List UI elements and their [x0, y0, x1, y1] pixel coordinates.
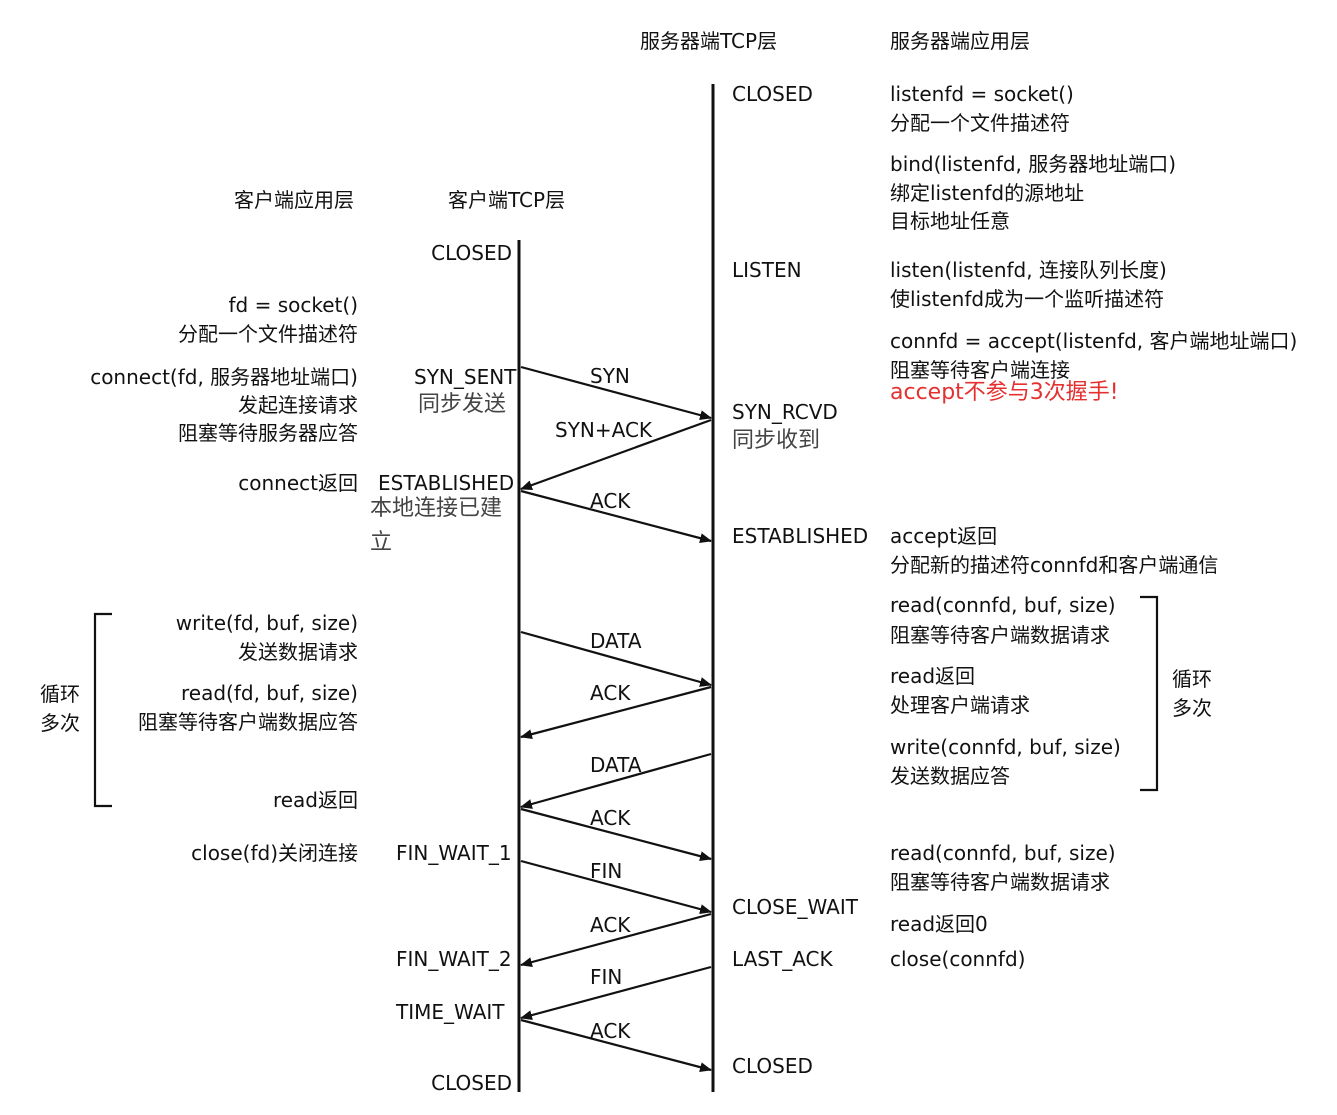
server-write-call: write(connfd, buf, size)	[890, 735, 1121, 759]
server-state-established: ESTABLISHED	[732, 524, 868, 548]
server-close-call: close(connfd)	[890, 947, 1025, 971]
server-accept-return: accept返回	[890, 524, 997, 548]
server-read-desc: 阻塞等待客户端数据请求	[890, 623, 1110, 647]
client-socket-desc: 分配一个文件描述符	[178, 322, 358, 346]
ack-arrow-5	[520, 1018, 712, 1073]
server-listen-call: listen(listenfd, 连接队列长度)	[890, 258, 1167, 282]
server-accept-return-desc: 分配新的描述符connfd和客户端通信	[890, 553, 1218, 577]
server-loop-label-2: 多次	[1172, 696, 1212, 720]
client-read-call: read(fd, buf, size)	[181, 681, 358, 705]
server-socket-call: listenfd = socket()	[890, 82, 1074, 106]
server-state-syn-rcvd-note: 同步收到	[732, 428, 820, 453]
client-state-established: ESTABLISHED	[378, 471, 514, 495]
server-accept-desc: 阻塞等待客户端连接	[890, 358, 1070, 382]
client-loop-label-2: 多次	[40, 711, 80, 735]
server-read-zero: read返回0	[890, 912, 988, 936]
client-tcp-header: 客户端TCP层	[448, 188, 565, 212]
client-app-header: 客户端应用层	[234, 188, 354, 212]
server-loop-label-1: 循环	[1172, 667, 1212, 691]
fin-arrow-1	[520, 859, 712, 914]
ack-label-3: ACK	[590, 806, 631, 830]
client-state-established-note-1: 本地连接已建	[370, 496, 502, 521]
data-label-1: DATA	[590, 629, 642, 653]
client-connect-desc-2: 阻塞等待服务器应答	[178, 421, 358, 445]
server-read-return-desc: 处理客户端请求	[890, 693, 1030, 717]
data-arrow-1	[520, 630, 712, 687]
client-connect-desc-1: 发起连接请求	[238, 393, 358, 417]
server-read-return: read返回	[890, 664, 975, 688]
server-state-close-wait: CLOSE_WAIT	[732, 895, 859, 919]
syn-arrow	[520, 365, 712, 420]
client-state-syn-sent: SYN_SENT	[414, 365, 517, 389]
client-state-time-wait: TIME_WAIT	[395, 1000, 505, 1024]
server-state-listen: LISTEN	[732, 258, 802, 282]
server-bind-call: bind(listenfd, 服务器地址端口)	[890, 152, 1176, 176]
client-close-call: close(fd)关闭连接	[191, 841, 358, 865]
client-write-call: write(fd, buf, size)	[176, 611, 358, 635]
client-state-established-note-2: 立	[370, 530, 392, 555]
ack-label-2: ACK	[590, 681, 631, 705]
ack-label-5: ACK	[590, 1019, 631, 1043]
server-write-desc: 发送数据应答	[890, 764, 1010, 788]
server-state-syn-rcvd: SYN_RCVD	[732, 400, 838, 424]
server-accept-note: accept不参与3次握手!	[890, 380, 1119, 405]
server-accept-call: connfd = accept(listenfd, 客户端地址端口)	[890, 329, 1297, 353]
syn-ack-label: SYN+ACK	[555, 418, 653, 442]
server-tcp-header: 服务器端TCP层	[640, 29, 777, 53]
client-connect-return: connect返回	[238, 471, 358, 495]
fin-label-1: FIN	[590, 859, 622, 883]
client-read-return: read返回	[273, 788, 358, 812]
ack-arrow-3	[520, 807, 712, 862]
server-bind-desc-1: 绑定listenfd的源地址	[890, 181, 1084, 205]
client-state-closed-top: CLOSED	[431, 241, 512, 265]
client-loop-label-1: 循环	[40, 682, 80, 706]
server-state-last-ack: LAST_ACK	[732, 947, 833, 971]
ack-arrow-1	[520, 489, 712, 544]
client-connect-call: connect(fd, 服务器地址端口)	[90, 365, 358, 389]
data-label-2: DATA	[590, 753, 642, 777]
server-socket-desc: 分配一个文件描述符	[890, 111, 1070, 135]
data-arrow-2	[520, 752, 712, 809]
ack-label-1: ACK	[590, 489, 631, 513]
client-socket-call: fd = socket()	[229, 293, 358, 317]
server-loop-bracket	[1140, 595, 1159, 792]
ack-arrow-4	[520, 912, 712, 967]
server-listen-desc: 使listenfd成为一个监听描述符	[890, 287, 1164, 311]
client-state-fin-wait-1: FIN_WAIT_1	[396, 841, 512, 865]
ack-label-4: ACK	[590, 913, 631, 937]
client-read-desc: 阻塞等待客户端数据应答	[138, 710, 358, 734]
client-state-syn-sent-note: 同步发送	[418, 392, 506, 417]
server-read-call: read(connfd, buf, size)	[890, 593, 1116, 617]
server-read2-desc: 阻塞等待客户端数据请求	[890, 870, 1110, 894]
server-bind-desc-2: 目标地址任意	[890, 209, 1010, 233]
client-state-fin-wait-2: FIN_WAIT_2	[396, 947, 512, 971]
ack-arrow-2	[520, 685, 712, 740]
server-state-closed-bottom: CLOSED	[732, 1054, 813, 1078]
fin-label-2: FIN	[590, 965, 622, 989]
client-loop-bracket	[93, 612, 112, 808]
syn-ack-arrow	[520, 418, 712, 491]
fin-arrow-2	[520, 965, 712, 1020]
client-write-desc: 发送数据请求	[238, 640, 358, 664]
server-app-header: 服务器端应用层	[890, 29, 1030, 53]
syn-label: SYN	[590, 364, 630, 388]
server-read2-call: read(connfd, buf, size)	[890, 841, 1116, 865]
server-state-closed-top: CLOSED	[732, 82, 813, 106]
client-state-closed-bottom: CLOSED	[431, 1071, 512, 1095]
